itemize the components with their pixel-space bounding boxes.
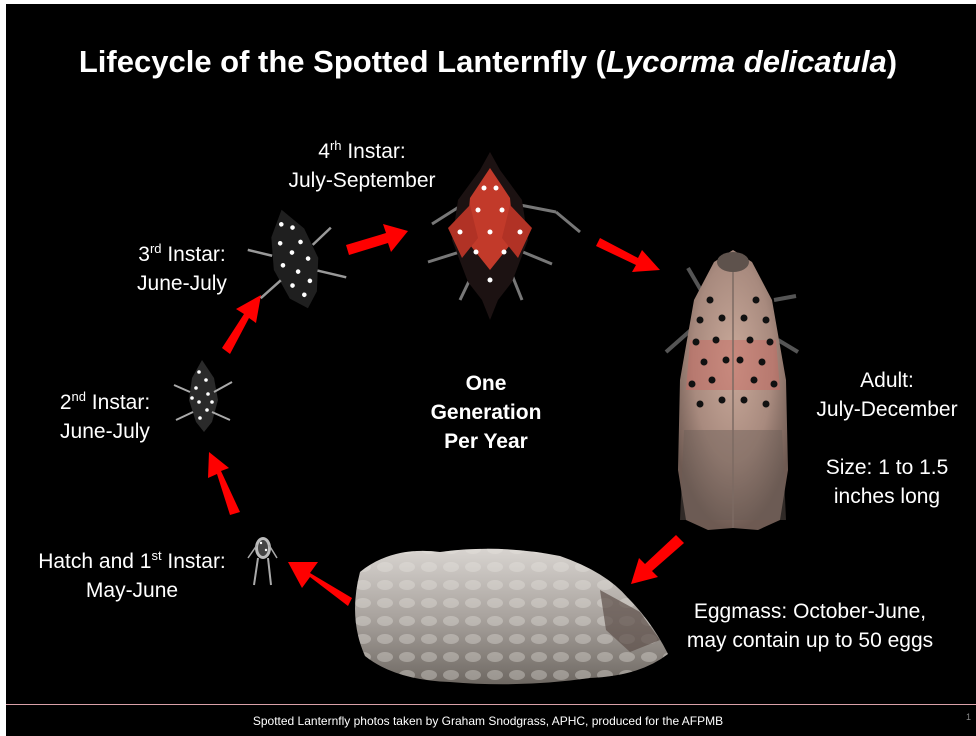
arrow-adult-to-eggmass [631, 535, 684, 584]
third-instar-label: 3rd Instar: June-July [112, 240, 252, 298]
arrow-3rd-to-4th [346, 224, 408, 255]
fourth-instar-label: 4rh Instar: July-September [250, 137, 474, 195]
eggmass-label: Eggmass: October-June, may contain up to… [660, 597, 960, 655]
center-note: One Generation Per Year [400, 369, 572, 456]
second-instar-label: 2nd Instar: June-July [30, 388, 180, 446]
second-instar-image [174, 360, 232, 432]
first-instar-image [248, 537, 277, 585]
eggmass-image [355, 549, 668, 684]
arrow-2nd-to-3rd [222, 295, 261, 354]
arrow-hatch-to-eggmass [288, 562, 352, 606]
photo-credit: Spotted Lanternfly photos taken by Graha… [0, 714, 976, 728]
adult-size-label: Size: 1 to 1.5 inches long [796, 453, 976, 511]
arrow-1st-to-2nd [208, 452, 240, 515]
first-instar-label: Hatch and 1st Instar: May-June [14, 547, 250, 605]
page-number: 1 [966, 712, 971, 722]
page-title: Lifecycle of the Spotted Lanternfly (Lyc… [0, 44, 976, 80]
arrow-4th-to-adult [596, 238, 660, 272]
adult-image [666, 250, 798, 530]
adult-label: Adult: July-December [796, 366, 976, 424]
